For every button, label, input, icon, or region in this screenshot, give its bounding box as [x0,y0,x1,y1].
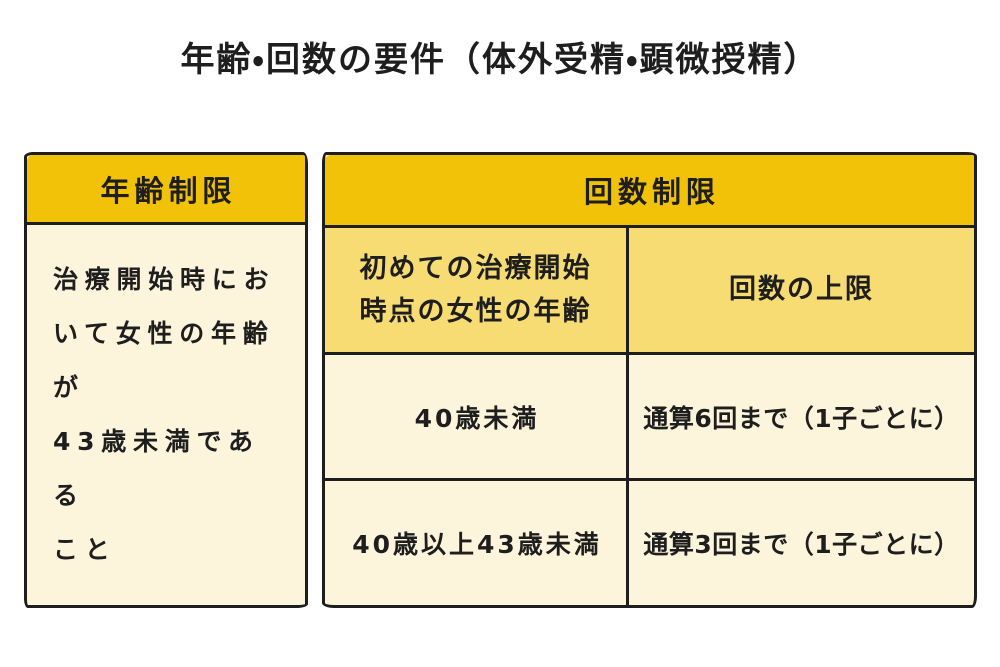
age-rule-line-4: こと [53,535,117,564]
count-limit-table-header: 回数制限 [325,155,974,228]
count-limit-column-header-row: 初めての治療開始 時点の女性の年齢 回数の上限 [325,228,974,352]
age-column-header-line-2: 時点の女性の年齢 [359,296,592,327]
age-column-header-line-1: 初めての治療開始 [359,252,592,284]
count-limit-cell: 通算6回まで（1子ごとに） [643,403,960,433]
count-limit-table: 回数制限 初めての治療開始 時点の女性の年齢 回数の上限 40歳未満 通算6回ま… [322,152,977,608]
age-limit-table: 年齢制限 治療開始時にお いて女性の年齢が 43歳未満である こと [24,152,308,608]
age-limit-rule-text: 治療開始時にお いて女性の年齢が 43歳未満である こと [27,225,305,605]
limit-column-header: 回数の上限 [729,274,874,306]
age-limit-table-header: 年齢制限 [27,155,305,225]
count-limit-cell: 通算3回まで（1子ごとに） [643,530,960,559]
age-rule-line-1: 治療開始時にお [53,265,276,294]
page-title: 年齢・回数の要件（体外受精・顕微授精） [180,40,820,80]
table-row: 40歳未満 通算6回まで（1子ごとに） [325,352,974,478]
age-column-header: 初めての治療開始 時点の女性の年齢 [325,228,629,352]
age-range-cell: 40歳未満 [325,355,629,478]
age-range-cell: 40歳以上43歳未満 [325,481,629,605]
table-row: 40歳以上43歳未満 通算3回まで（1子ごとに） [325,478,974,605]
age-rule-line-3: 43歳未満である [53,427,260,510]
age-rule-line-2: いて女性の年齢が [53,319,275,402]
